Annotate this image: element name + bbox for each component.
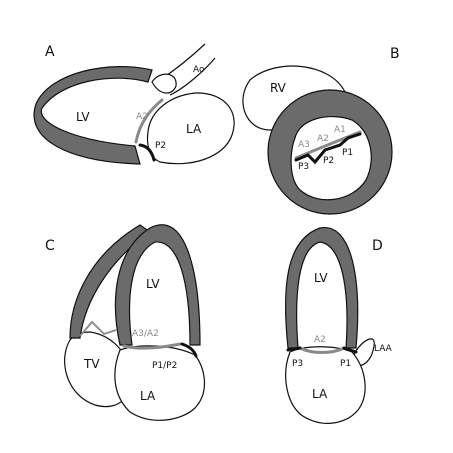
panel-b: B RV A3 A2 A1 P3 P2 P1 [242,46,400,215]
p3-label-d: P3 [292,359,303,369]
la-chamber-d [285,346,366,424]
anterior-leaflet-a [134,98,164,144]
posterior-leaflet-a [138,143,156,162]
posterior-leaflet-c [180,342,198,358]
lv-label-c: LV [146,277,160,291]
aortic-cusp [151,73,177,94]
tv-label: TV [83,357,100,371]
a3a2-label-c: A3/A2 [132,329,159,339]
a2-label-d: A2 [314,335,326,345]
panel-a-label: A [45,44,55,60]
posterior-leaflet-b [294,132,362,165]
la-label-c: LA [140,389,156,403]
p1p2-label-c: P1/P2 [152,361,177,371]
posterior-leaflet-right-d [342,346,358,354]
la-label-d: LA [312,387,328,401]
lv-myocardium-d [284,227,359,349]
a2-label-b: A2 [317,134,329,144]
la-label-a: LA [186,122,202,136]
panel-c-label: C [45,238,55,254]
p3-label-b: P3 [298,162,309,172]
la-chamber-c [114,345,205,421]
panel-a: A Ao LA LV A2 P2 [33,43,235,165]
p2-label-a: P2 [155,141,166,151]
p1-label-b: P1 [342,148,353,158]
p2-label-b: P2 [323,156,334,166]
panel-b-label: B [390,46,400,62]
lv-label-a: LV [76,110,90,124]
tricuspid-valve [79,320,117,337]
lv-myocardium-c [114,224,201,346]
anterior-leaflet-d [298,346,346,354]
a3-label-b: A3 [298,140,310,150]
panel-c: C TV LA LV A3/A2 P1/P2 [45,224,205,421]
posterior-leaflet-left-d [286,346,302,352]
anterior-leaflet-c [122,342,182,350]
lv-label-d: LV [314,271,328,285]
panel-d-label: D [372,238,383,254]
rv-label: RV [270,81,287,95]
p1-label-d: P1 [340,359,351,369]
laa-label: LAA [374,344,393,354]
a2-label-a: A2 [136,112,148,122]
lv-myocardium-a [33,65,153,165]
a1-label-b: A1 [334,125,346,135]
ao-label: Ao [193,65,205,75]
panel-d: D LAA LA LV A2 P3 P1 [284,227,393,424]
